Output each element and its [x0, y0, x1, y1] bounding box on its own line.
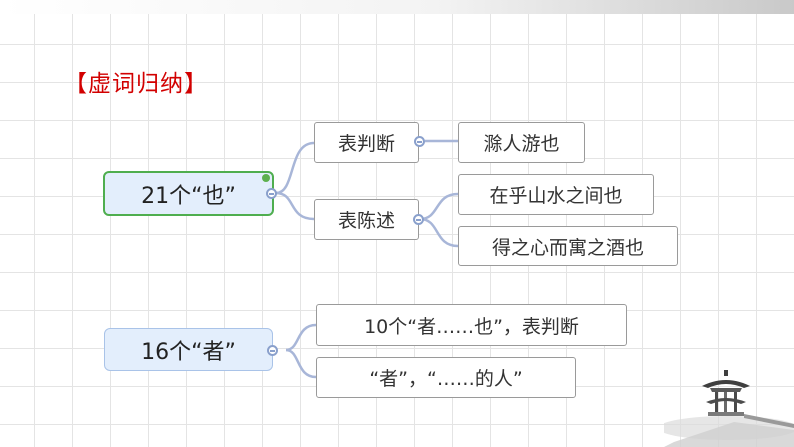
leaf-zhe-ye-panduan[interactable]: 10个“者……也”，表判断: [316, 304, 627, 346]
connector-chenshu-to-example-1: [419, 192, 459, 221]
connector-chenshu-to-example-2: [419, 217, 459, 248]
pavilion-illustration: [664, 370, 794, 447]
leaf-dezhixin[interactable]: 得之心而寓之酒也: [458, 226, 678, 266]
leaf-churen-you-ye-label: 滁人游也: [483, 133, 560, 155]
top-gradient-bar: [0, 0, 794, 14]
page-title: 【虚词归纳】: [64, 71, 208, 97]
connector-zhe-to-usage-1: [285, 323, 317, 352]
leaf-shanshui-zhijian[interactable]: 在乎山水之间也: [458, 174, 654, 215]
mindmap-root-zhe[interactable]: 16个“者”: [104, 328, 273, 371]
branch-biao-panduan-label: 表判断: [337, 133, 395, 155]
collapse-ye-icon[interactable]: [266, 188, 277, 199]
leaf-zhe-deren-label: “者”，“……的人”: [369, 368, 523, 390]
branch-biao-chenshu[interactable]: 表陈述: [314, 199, 419, 240]
mindmap-root-ye-label: 21个“也”: [141, 183, 236, 209]
collapse-chenshu-icon[interactable]: [413, 214, 424, 225]
mindmap-root-ye[interactable]: 21个“也”: [103, 171, 274, 216]
marker-dot: [262, 174, 270, 182]
leaf-shanshui-zhijian-label: 在乎山水之间也: [489, 185, 623, 207]
leaf-zhe-deren[interactable]: “者”，“……的人”: [316, 357, 576, 398]
leaf-zhe-ye-panduan-label: 10个“者……也”，表判断: [364, 315, 579, 338]
leaf-churen-you-ye[interactable]: 滁人游也: [458, 122, 585, 163]
connector-ye-to-panduan: [275, 141, 315, 195]
connector-zhe-to-usage-2: [285, 348, 317, 379]
leaf-dezhixin-label: 得之心而寓之酒也: [491, 236, 644, 259]
mindmap-root-zhe-label: 16个“者”: [141, 339, 236, 365]
branch-biao-panduan[interactable]: 表判断: [314, 122, 419, 163]
branch-biao-chenshu-label: 表陈述: [337, 210, 395, 232]
connector-ye-to-chenshu: [275, 191, 315, 221]
collapse-panduan-icon[interactable]: [414, 136, 425, 147]
collapse-zhe-icon[interactable]: [267, 345, 278, 356]
